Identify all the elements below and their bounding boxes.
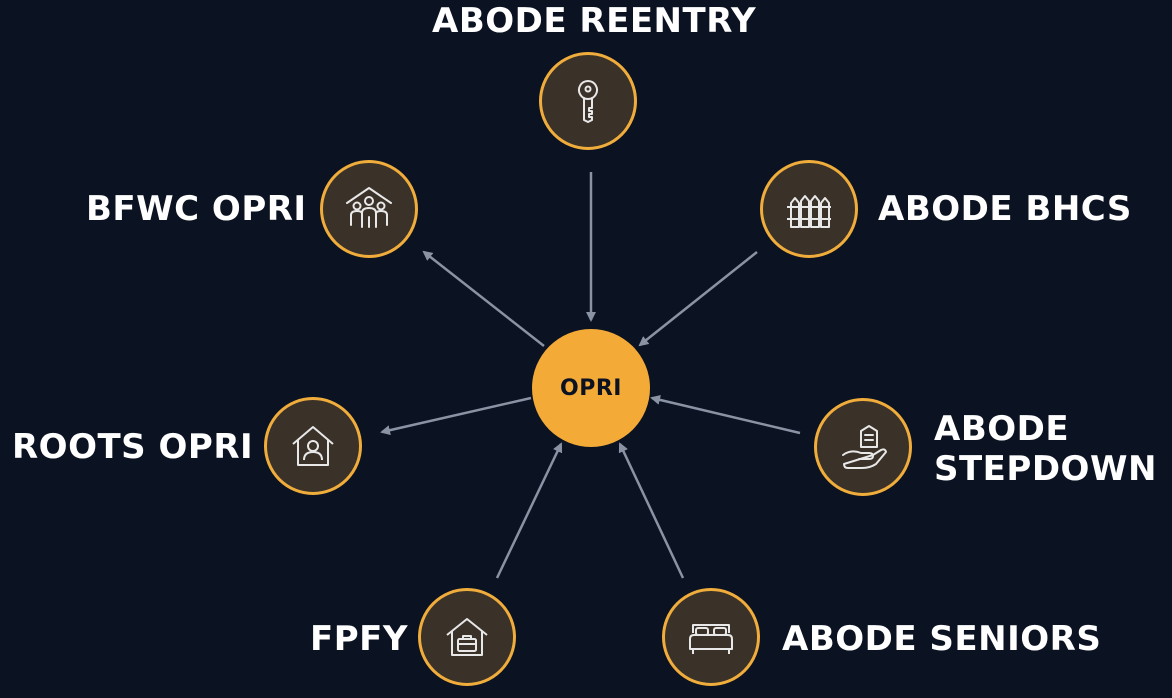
abode-seniors-label: ABODE SENIORS bbox=[782, 619, 1102, 659]
arrow-opri-to-bfwc bbox=[422, 250, 545, 347]
arrow-fpfy-to-opri bbox=[495, 442, 563, 579]
fpfy-node bbox=[418, 588, 516, 686]
fence-icon bbox=[787, 195, 831, 228]
arrow-seniors-to-opri bbox=[618, 442, 685, 579]
arrow-bhcs-to-opri bbox=[638, 251, 758, 347]
fpfy-label: FPFY bbox=[310, 619, 408, 659]
house-person-icon bbox=[292, 426, 334, 466]
abode-seniors-node bbox=[662, 588, 760, 686]
abode-bhcs-label: ABODE BHCS bbox=[878, 189, 1132, 229]
bfwc-opri-node bbox=[320, 160, 418, 258]
abode-reentry-node bbox=[539, 52, 637, 150]
abode-stepdown-node bbox=[814, 398, 912, 496]
abode-stepdown-label-line1: ABODE bbox=[934, 409, 1070, 449]
opri-center-node: OPRI bbox=[532, 329, 650, 447]
family-house-icon bbox=[346, 187, 392, 228]
bfwc-opri-label: BFWC OPRI bbox=[86, 189, 307, 229]
house-briefcase-icon bbox=[446, 618, 488, 656]
arrow-opri-to-roots bbox=[380, 396, 532, 436]
arrow-stepdown-to-opri bbox=[650, 394, 801, 435]
roots-opri-node bbox=[264, 397, 362, 495]
opri-center-label: OPRI bbox=[560, 375, 622, 401]
bed-icon bbox=[689, 624, 733, 654]
key-icon bbox=[578, 80, 598, 123]
roots-opri-label: ROOTS OPRI bbox=[12, 427, 254, 467]
abode-reentry-label: ABODE REENTRY bbox=[432, 1, 757, 41]
abode-bhcs-node bbox=[760, 160, 858, 258]
abode-stepdown-label-line2: STEPDOWN bbox=[934, 449, 1157, 489]
hand-house-icon bbox=[842, 425, 887, 469]
